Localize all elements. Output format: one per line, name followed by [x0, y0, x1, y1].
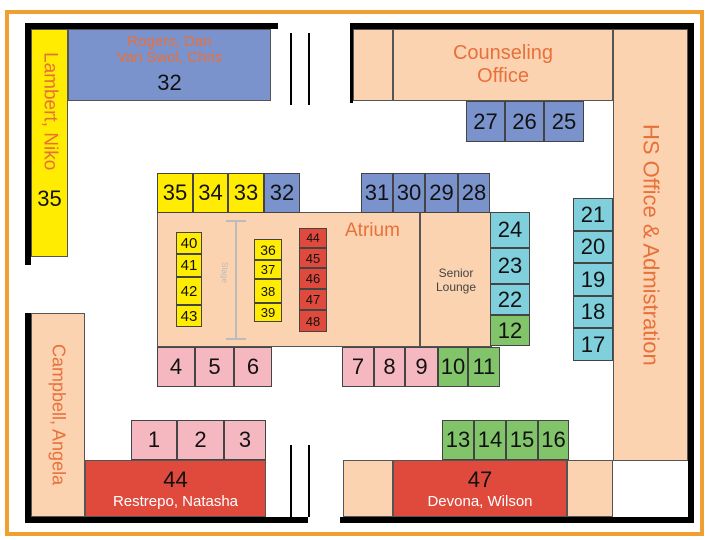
locker-8: 8 — [374, 347, 405, 387]
locker-36: 36 — [254, 239, 282, 260]
wall-right — [688, 23, 694, 523]
locker-46: 46 — [299, 268, 327, 289]
locker-41: 41 — [176, 254, 202, 277]
locker-48: 48 — [299, 310, 327, 332]
locker-15: 15 — [506, 420, 538, 460]
wall-door-line-2 — [308, 33, 310, 105]
room-lambert-number: 35 — [37, 186, 62, 212]
room-counseling-left — [353, 29, 393, 101]
locker-16: 16 — [538, 420, 569, 460]
room-rogers-line2: Van Swol, Chris — [116, 49, 223, 66]
room-restrepo-number: 44 — [163, 467, 188, 492]
room-senior-lounge: Senior Lounge — [420, 212, 492, 347]
locker-23: 23 — [490, 248, 530, 284]
room-hs-office-name: HS Office & Admistration — [638, 124, 664, 366]
locker-11: 11 — [468, 347, 500, 387]
locker-38: 38 — [254, 279, 282, 303]
room-restrepo-name: Restrepo, Natasha — [112, 493, 239, 510]
senior-lounge-line1: Senior — [438, 265, 474, 280]
locker-2: 2 — [177, 420, 224, 460]
locker-18: 18 — [573, 296, 613, 328]
wall-top-right — [350, 23, 694, 29]
locker-30: 30 — [393, 173, 425, 213]
locker-6: 6 — [234, 347, 272, 387]
locker-5: 5 — [195, 347, 234, 387]
locker-17: 17 — [573, 328, 613, 361]
locker-35: 35 — [157, 173, 193, 213]
room-devona-left — [343, 460, 393, 517]
locker-3: 3 — [224, 420, 266, 460]
locker-44: 44 — [299, 228, 327, 248]
wall-left-lower — [25, 313, 31, 523]
locker-9: 9 — [405, 347, 438, 387]
room-rogers: Rogers, Dan Van Swol, Chris 32 — [68, 29, 271, 101]
room-restrepo: 44 Restrepo, Natasha — [85, 460, 266, 517]
locker-43: 43 — [176, 305, 202, 327]
room-rogers-line1: Rogers, Dan — [127, 33, 212, 50]
room-lambert: Lambert, Niko 35 — [31, 29, 68, 257]
locker-31: 31 — [361, 173, 393, 213]
wall-bottom-left — [25, 517, 308, 523]
room-hs-office: HS Office & Admistration — [613, 29, 688, 461]
room-devona: 47 Devona, Wilson — [393, 460, 567, 517]
stage-line — [235, 220, 237, 340]
locker-29: 29 — [425, 173, 458, 213]
room-devona-right — [567, 460, 613, 517]
room-counseling-line1: Counseling — [452, 42, 554, 64]
locker-24: 24 — [490, 212, 530, 248]
senior-lounge-line2: Lounge — [435, 279, 477, 294]
locker-26: 26 — [505, 101, 544, 142]
locker-32-atrium: 32 — [264, 173, 300, 213]
stage-line-bottom — [226, 338, 246, 340]
wall-door-line-1 — [290, 33, 292, 105]
wall-door-line-4 — [308, 445, 310, 517]
locker-27: 27 — [466, 101, 505, 142]
locker-40: 40 — [176, 232, 202, 254]
locker-34: 34 — [193, 173, 228, 213]
stage-label: Stage — [220, 262, 229, 283]
locker-21: 21 — [573, 198, 613, 231]
locker-37: 37 — [254, 260, 282, 279]
locker-45: 45 — [299, 248, 327, 268]
wall-bottom-right — [340, 517, 694, 523]
room-counseling-line2: Office — [477, 65, 529, 87]
locker-1: 1 — [131, 420, 177, 460]
wall-left-upper — [25, 23, 31, 265]
locker-42: 42 — [176, 277, 202, 305]
room-devona-number: 47 — [467, 467, 493, 492]
atrium-label: Atrium — [345, 220, 400, 241]
room-devona-name: Devona, Wilson — [427, 493, 533, 510]
locker-7: 7 — [342, 347, 374, 387]
locker-13: 13 — [442, 420, 474, 460]
locker-33: 33 — [228, 173, 264, 213]
room-campbell: Campbell, Angela — [31, 313, 85, 517]
locker-4: 4 — [157, 347, 195, 387]
locker-19: 19 — [573, 263, 613, 296]
wall-door-line-3 — [290, 445, 292, 517]
locker-47: 47 — [299, 289, 327, 310]
locker-22: 22 — [490, 284, 530, 315]
locker-10: 10 — [438, 347, 468, 387]
locker-14: 14 — [474, 420, 506, 460]
locker-20: 20 — [573, 231, 613, 263]
locker-25: 25 — [544, 101, 584, 142]
locker-28: 28 — [458, 173, 490, 213]
room-campbell-name: Campbell, Angela — [48, 344, 69, 486]
wall-top-left — [25, 23, 278, 29]
locker-39: 39 — [254, 303, 282, 322]
wall-top-right-drop — [350, 23, 353, 103]
room-rogers-number: 32 — [157, 70, 182, 95]
map-frame — [5, 10, 704, 536]
room-lambert-name: Lambert, Niko — [39, 52, 61, 171]
locker-12: 12 — [490, 315, 530, 346]
room-counseling-office: Counseling Office — [393, 29, 613, 101]
